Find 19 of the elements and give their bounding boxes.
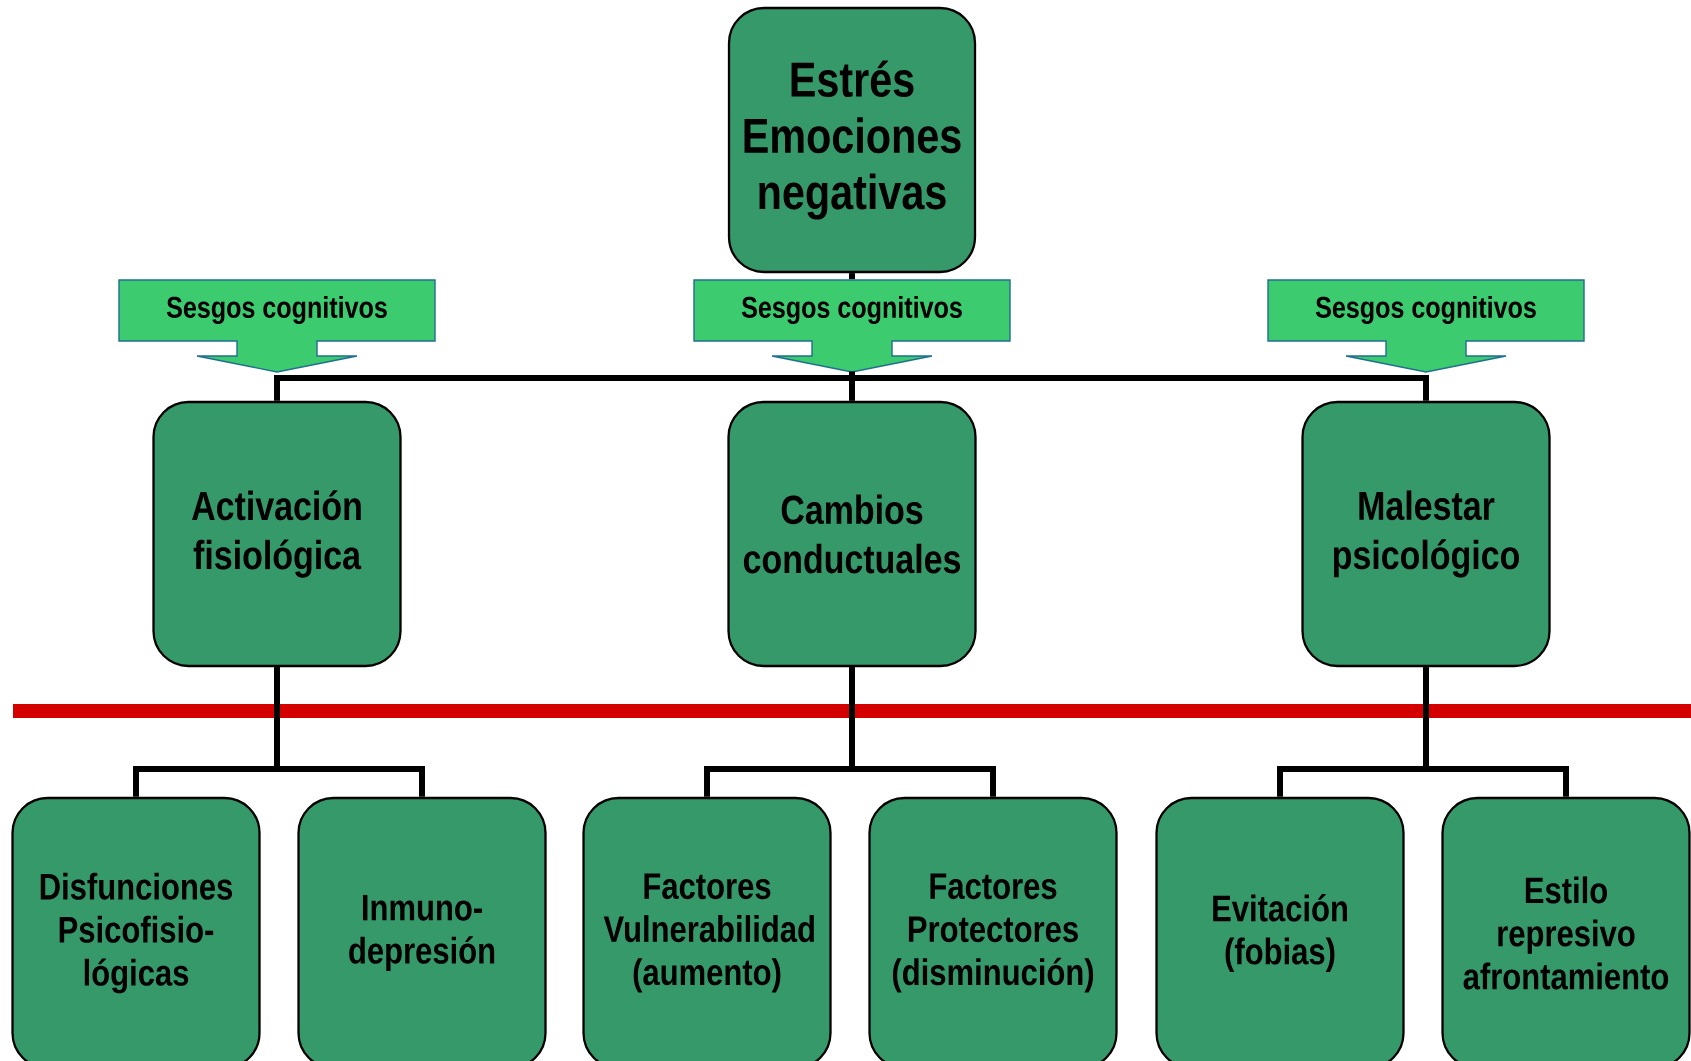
horizontal-bar xyxy=(13,704,1691,718)
rounded-box: Cambios conductuales xyxy=(727,400,977,668)
rounded-box: Factores Protectores (disminución) xyxy=(868,796,1118,1061)
connector-line xyxy=(849,667,996,797)
rounded-box: Factores Vulnerabilidad (aumento) xyxy=(582,796,832,1061)
rounded-box: Estrés Emociones negativas xyxy=(727,6,977,274)
rounded-box: Malestar psicológico xyxy=(1301,400,1551,668)
connector-line xyxy=(849,371,1429,401)
callout-arrow-box: Sesgos cognitivos xyxy=(693,279,1011,373)
rounded-box: Inmuno- depresión xyxy=(297,796,547,1061)
connector-line xyxy=(274,667,425,797)
callout-arrow-box: Sesgos cognitivos xyxy=(1267,279,1585,373)
connector-line xyxy=(1423,667,1569,797)
rounded-box: Disfunciones Psicofisio- lógicas xyxy=(11,796,261,1061)
rounded-box: Evitación (fobias) xyxy=(1155,796,1405,1061)
callout-arrow-box: Sesgos cognitivos xyxy=(118,279,436,373)
connector-line xyxy=(849,273,855,280)
rounded-box: Activación fisiológica xyxy=(152,400,402,668)
rounded-box: Estilo represivo afrontamiento xyxy=(1441,796,1691,1061)
